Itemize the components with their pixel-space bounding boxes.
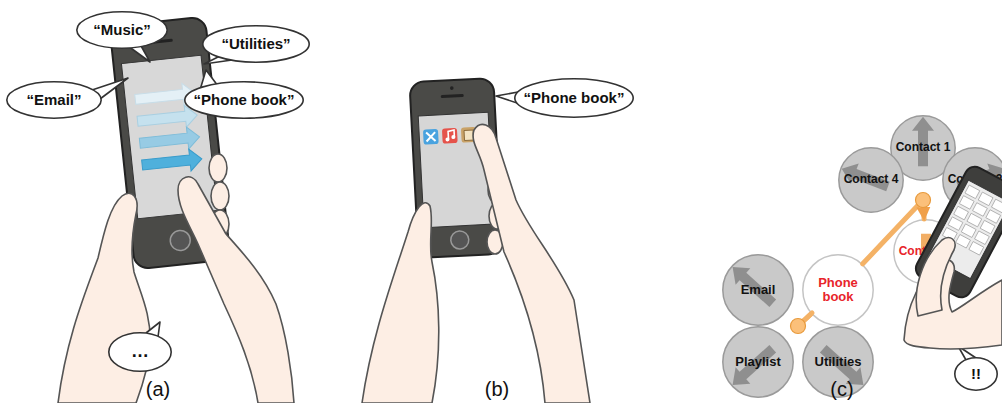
- direction-arrow: [733, 267, 777, 307]
- illustration-part: [442, 128, 458, 144]
- speech-bubble: …: [108, 332, 172, 372]
- illustration-part: [956, 234, 971, 248]
- bubble-body: [109, 333, 171, 371]
- illustration-part: [169, 229, 191, 251]
- panel-label: (a): [146, 378, 170, 401]
- illustration-part: [450, 230, 469, 249]
- illustration-part: [451, 135, 455, 139]
- illustration-part: [904, 260, 1002, 349]
- menu-center-dot: [791, 319, 806, 334]
- bubble-body: [185, 82, 303, 118]
- speech-bubble: !!: [954, 357, 998, 391]
- hands-a: [58, 154, 294, 403]
- illustration-part: [136, 104, 198, 132]
- illustration-part: [961, 224, 976, 238]
- illustration-part: [423, 129, 439, 145]
- menu-item-label: Contact 1: [896, 141, 951, 154]
- illustration-part: [211, 182, 229, 210]
- menu-item-circle: Email: [722, 254, 794, 326]
- speech-bubble: “Phone book”: [184, 81, 304, 119]
- selection-path: [863, 200, 924, 264]
- bubble-body: [203, 26, 309, 62]
- illustration-part: [912, 163, 1002, 301]
- menu-item-label: Email: [741, 283, 776, 297]
- speech-bubble: “Phone book”: [514, 78, 634, 118]
- menu-item-circle: Contact 2: [942, 147, 1002, 213]
- illustration-part: [942, 185, 1002, 255]
- selection-stroke: [798, 313, 812, 326]
- menu-item-circle: Playlist: [722, 326, 794, 398]
- illustration-part: [967, 213, 982, 227]
- hand-c: [904, 238, 1002, 349]
- bubble-body: [77, 12, 167, 48]
- illustration-part: [916, 238, 955, 316]
- illustration-part: [178, 177, 294, 403]
- speech-text: “Phone book”: [524, 90, 625, 107]
- illustration-part: [969, 242, 984, 256]
- menu-item-label: Contact 2: [948, 173, 1002, 186]
- illustration-part: [975, 231, 990, 245]
- menu-item-label: Utilities: [815, 355, 862, 369]
- menu-item-label: Contact 4: [844, 173, 899, 186]
- illustration-part: [954, 206, 969, 220]
- illustration-part: [464, 130, 474, 140]
- speech-text: “Email”: [26, 92, 81, 109]
- speech-text: “Phone book”: [194, 92, 295, 109]
- circle-body: [803, 255, 873, 325]
- circle-body: [943, 148, 1002, 212]
- menu-center-dot: [916, 193, 931, 208]
- panel-label: (c): [830, 378, 853, 401]
- circle-body: [839, 148, 903, 212]
- illustration-part: [948, 217, 963, 231]
- illustration-part: [445, 137, 449, 141]
- direction-arrow: [915, 234, 937, 283]
- bubble-body: [955, 358, 997, 390]
- illustration-part: [442, 96, 462, 97]
- illustration-part: [139, 126, 201, 154]
- menu-item-label: Playlist: [735, 355, 781, 369]
- menu-item-circle: Phone book: [802, 254, 874, 326]
- menu-item-circle: Contact 3: [893, 219, 959, 285]
- bubble-body: [515, 79, 633, 117]
- illustration-part: [980, 220, 995, 234]
- speech-text: “Utilities”: [221, 36, 290, 53]
- menu-item-label: Contact 3: [899, 245, 954, 258]
- illustration-part: [473, 124, 590, 403]
- circle-body: [723, 255, 793, 325]
- illustration-part: [959, 196, 974, 210]
- speech-text: !!: [971, 366, 981, 383]
- circle-body: [723, 327, 793, 397]
- panel-label: (b): [485, 378, 509, 401]
- illustration-part: [448, 130, 454, 139]
- menu-item-circle: Contact 4: [838, 147, 904, 213]
- speech-bubble: “Email”: [6, 81, 102, 119]
- bubble-body: [7, 82, 101, 118]
- illustration-part: [991, 199, 1002, 213]
- phone-c: [912, 163, 1002, 301]
- illustration-part: [141, 148, 203, 176]
- illustration-part: [973, 203, 988, 217]
- menu-item-label: Phone book: [810, 276, 866, 305]
- hands-b: [362, 124, 590, 403]
- illustration-part: [965, 185, 980, 199]
- illustration-part: [978, 192, 993, 206]
- speech-bubble: “Utilities”: [202, 25, 310, 63]
- illustration-part: [426, 132, 435, 141]
- speech-text: “Music”: [93, 22, 151, 39]
- circle-body: [894, 220, 958, 284]
- illustration-part: [936, 269, 952, 285]
- selection-stroke: [798, 313, 812, 326]
- illustration-part: [942, 227, 957, 241]
- illustration-part: [209, 154, 227, 182]
- speech-bubble: “Music”: [76, 11, 168, 49]
- illustration-part: [928, 180, 1002, 278]
- illustration-part: [362, 203, 439, 403]
- illustration-part: [450, 86, 454, 90]
- speech-text: …: [131, 342, 149, 362]
- illustration-part: [986, 210, 1001, 224]
